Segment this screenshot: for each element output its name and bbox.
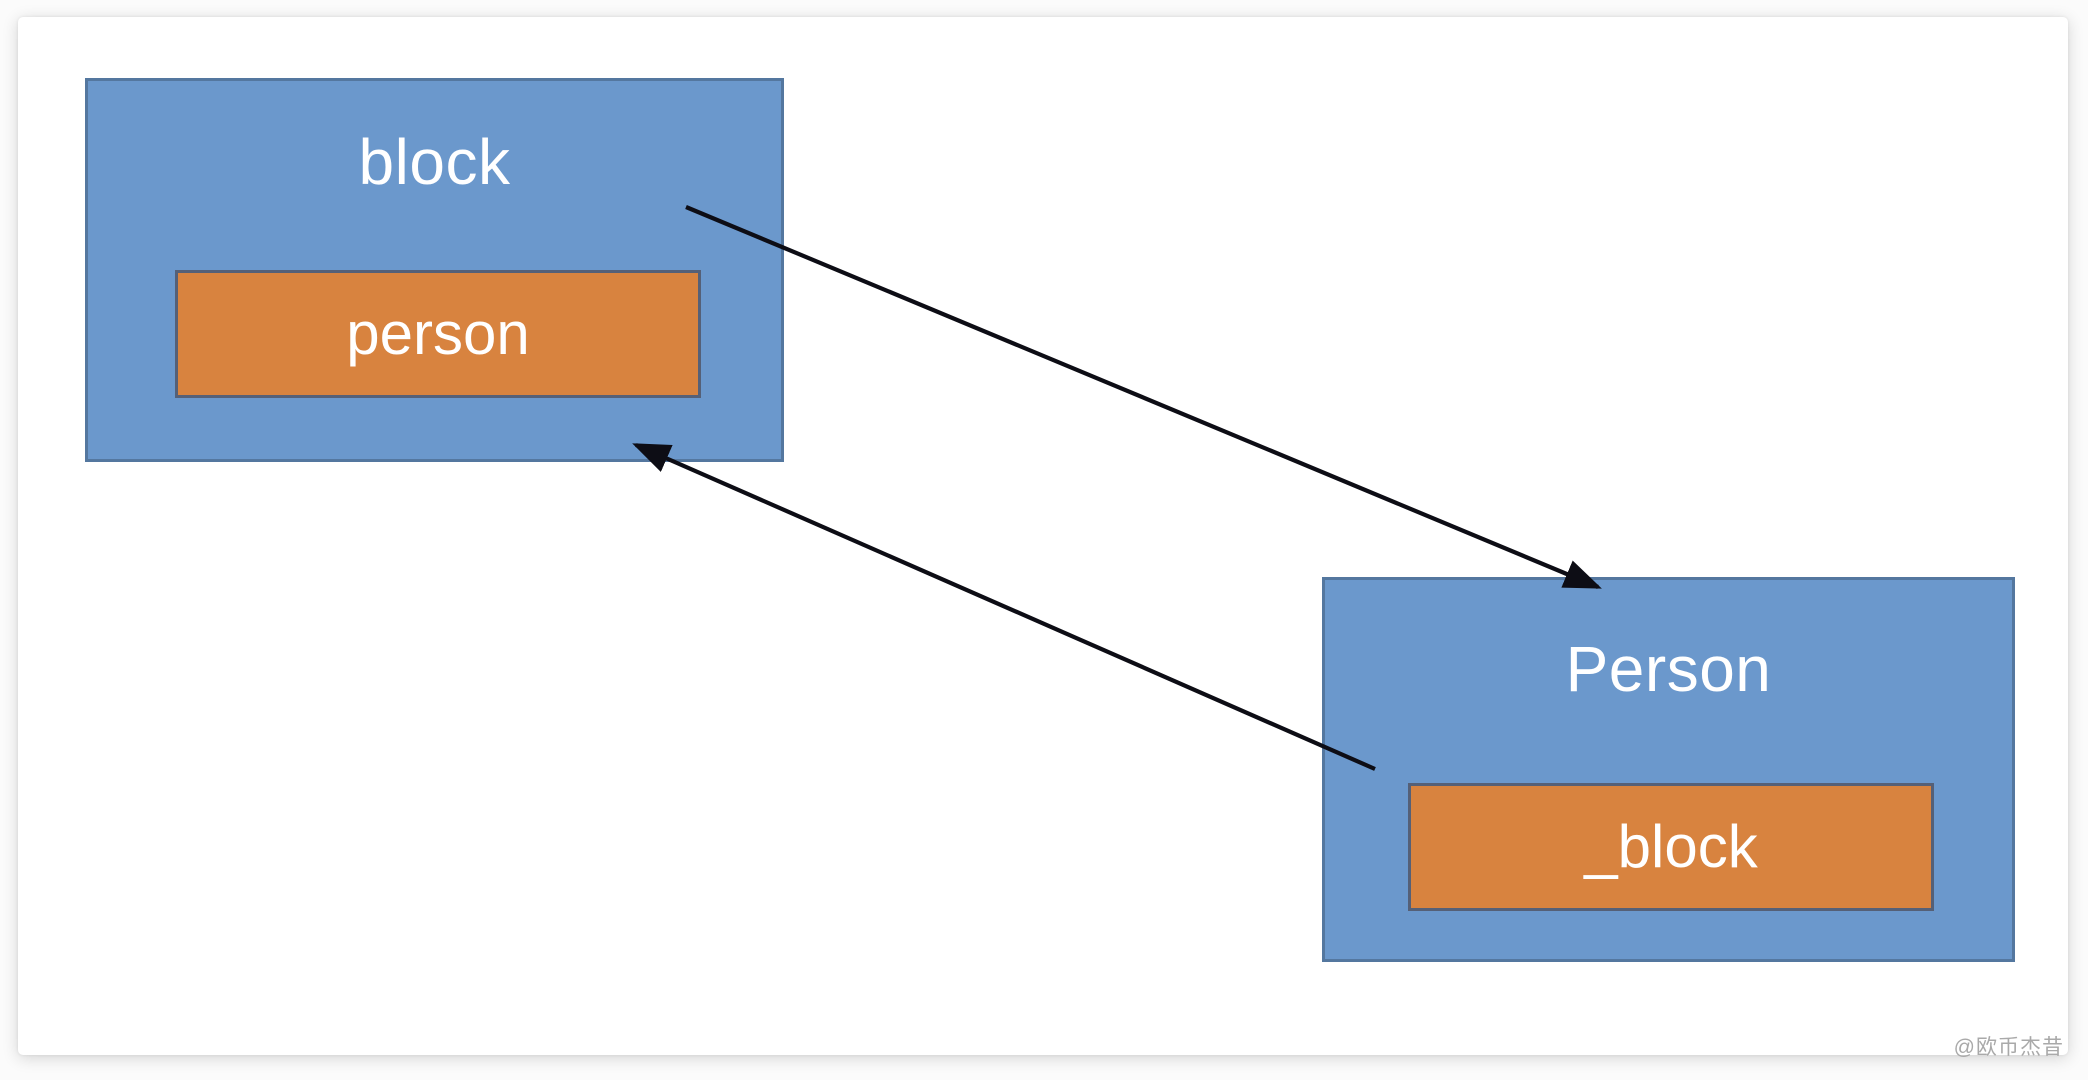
- slide-card: block person Person _block: [18, 17, 2068, 1055]
- person-member-box: person: [175, 270, 701, 398]
- block-member-label: _block: [1584, 813, 1758, 880]
- block-member-box: _block: [1408, 783, 1934, 911]
- person-box: Person _block: [1322, 577, 2015, 962]
- block-box-title: block: [358, 126, 511, 198]
- person-box-title: Person: [1565, 633, 1772, 705]
- person-member-label: person: [346, 300, 530, 367]
- block-box: block person: [85, 78, 784, 462]
- watermark: @欧币杰昔: [1953, 1036, 2064, 1059]
